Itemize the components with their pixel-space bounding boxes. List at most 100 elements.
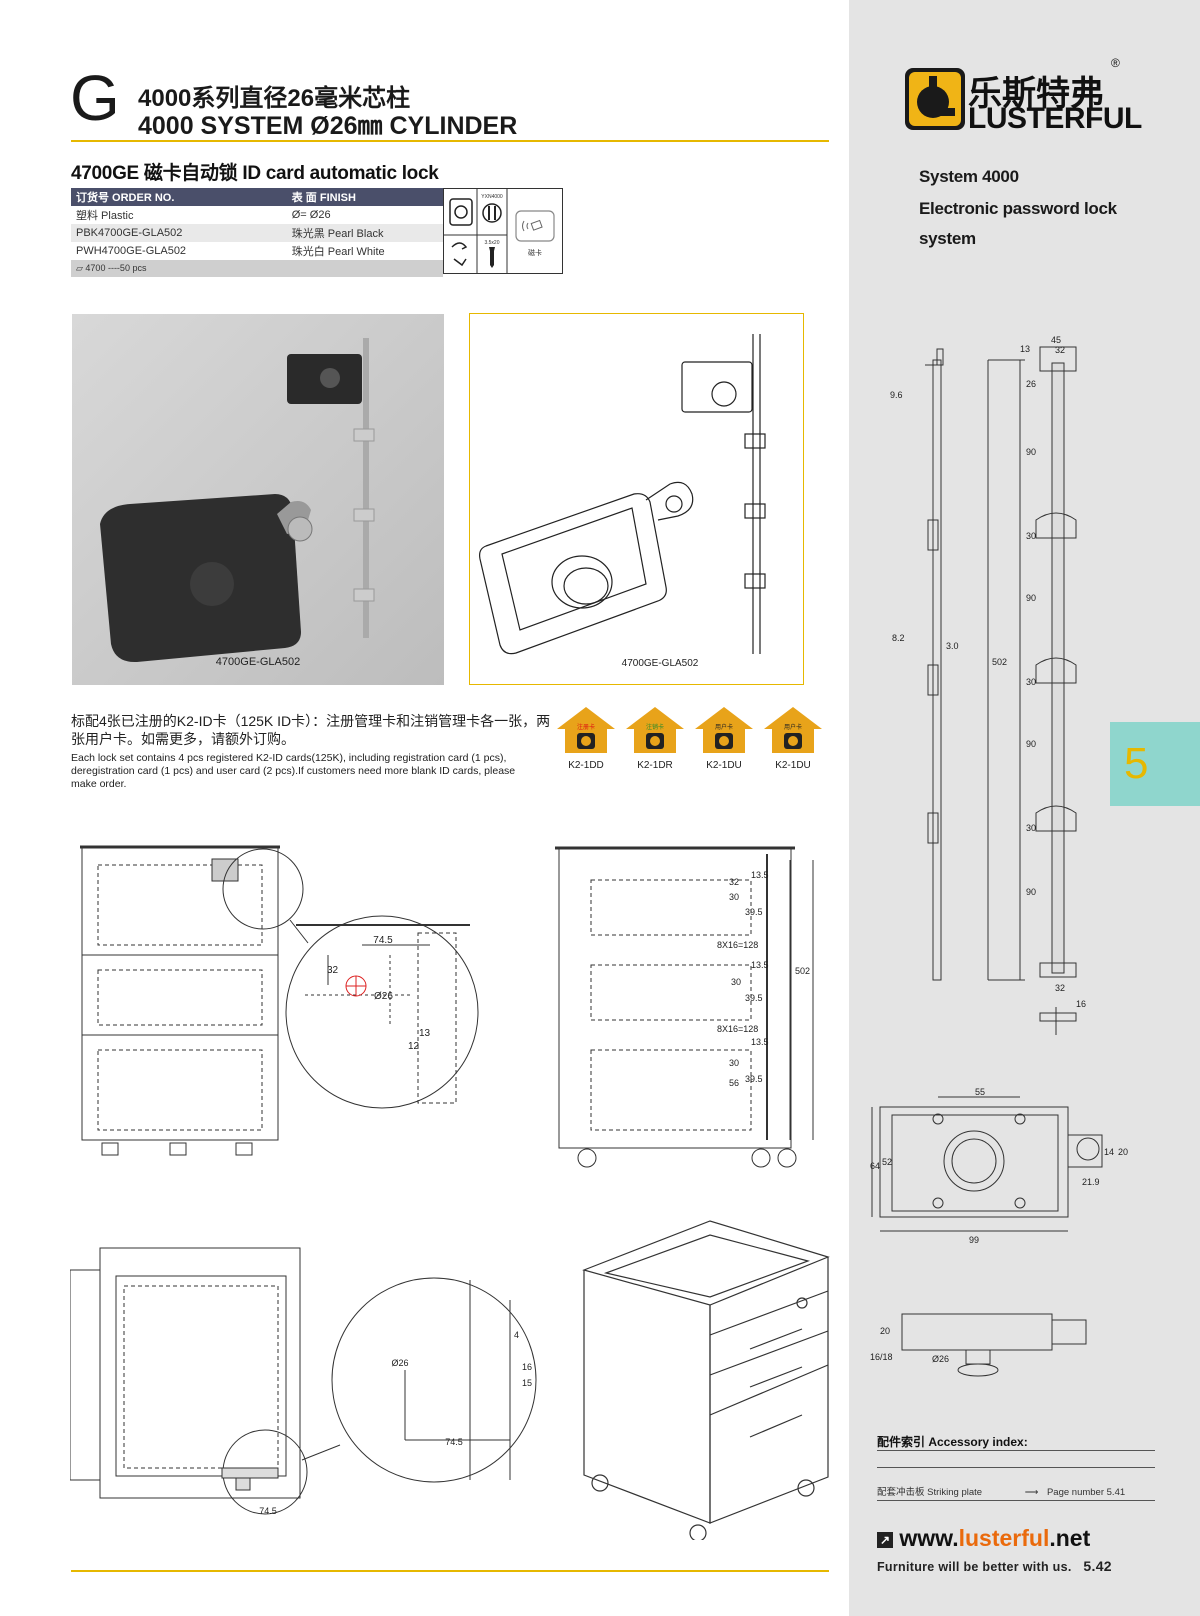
dim-b: 13.5	[751, 870, 769, 880]
cylinder-icon	[482, 203, 502, 223]
system-line-3: system	[919, 229, 976, 248]
external-link-icon: ↗	[877, 1532, 893, 1548]
id-card-icon: 注册卡	[557, 707, 615, 753]
dim-8-2: 8.2	[892, 633, 905, 643]
accessory-item-label: 配套冲击板 Striking plate	[877, 1487, 983, 1498]
cabinet-top-drawing: Ø26 74.5 4 16 15 74.5	[69, 1240, 540, 1525]
order-cell: 塑料 Plastic	[76, 210, 134, 222]
brand-logo-icon	[905, 68, 965, 135]
dim-502: 502	[992, 657, 1007, 667]
card-tag: 注册卡	[577, 723, 595, 731]
dim-55: 55	[975, 1087, 985, 1097]
accessory-line	[877, 1467, 1155, 1468]
accessory-index-title: 配件索引 Accessory index:	[877, 1435, 1028, 1449]
product-photo: 4700GE-GLA502	[72, 314, 444, 685]
photo-caption: 4700GE-GLA502	[216, 656, 300, 668]
dim-d26: Ø26	[391, 1358, 408, 1368]
dim-f: 13.5	[751, 960, 769, 970]
dim-j: 13.5	[751, 1037, 769, 1047]
lock-body-drawing	[479, 493, 667, 655]
accessory-line	[877, 1500, 1155, 1501]
dim-90-4: 90	[1026, 887, 1036, 897]
screw-size: 3.5x20	[484, 240, 499, 246]
dim-4: 4	[514, 1330, 519, 1340]
accessory-item[interactable]: 配套冲击板 Striking plate ⟶ Page number 5.41	[877, 1484, 1125, 1498]
order-table: 订货号 ORDER NO. 表 面 FINISH 塑料 Plastic Ø= Ø…	[71, 188, 443, 277]
brand-name-en: LUSTERFUL	[968, 102, 1142, 135]
header-rule	[71, 140, 829, 142]
feature-icons: YXN4000 3.5x20 磁卡	[443, 188, 563, 274]
dim-74-5: 74.5	[445, 1437, 463, 1447]
footer-rule	[71, 1570, 829, 1572]
page-number: 5.42	[1083, 1558, 1112, 1574]
dim-13: 13	[419, 1028, 431, 1039]
card-k2-1du-2: 用户卡 K2-1DU	[762, 705, 824, 771]
lock-body-dimension-drawing: 55 64 52 99 14 20 21.9	[870, 1085, 1140, 1250]
system-line-2: Electronic password lock	[919, 199, 1117, 218]
title-cn: 4000系列直径26毫米芯柱	[138, 85, 411, 112]
system-line-1: System 4000	[919, 167, 1019, 186]
dim-64: 64	[870, 1161, 880, 1171]
dim-i: 8X16=128	[717, 1024, 758, 1034]
id-card-icon: 注销卡	[626, 707, 684, 753]
dim-16: 16	[522, 1362, 532, 1372]
card-k2-1dd: 注册卡 K2-1DD	[555, 705, 617, 771]
cabinet-side-drawing: 32 13.5 30 39.5 8X16=128 13.5 30 39.5 8X…	[555, 840, 835, 1175]
section-letter: G	[70, 62, 120, 134]
card-tag: 注销卡	[646, 723, 664, 731]
section-number-tab: 5	[1110, 722, 1200, 806]
dim-e: 8X16=128	[717, 940, 758, 950]
dim-d26: Ø26	[374, 991, 393, 1002]
cabinet-front-drawing: 74.5 32 Ø26 13 12	[80, 815, 490, 1185]
dim-32-bottom: 32	[1055, 983, 1065, 993]
rod-dimension-drawing: 45 32 13 26 90 30 90 30 90 30 90 502 32 …	[880, 335, 1120, 1040]
card-tag: 用户卡	[784, 723, 802, 731]
dim-30-1: 30	[1026, 531, 1036, 541]
dim-74-5: 74.5	[373, 935, 393, 946]
small-lock-drawing	[681, 361, 753, 413]
dim-20: 20	[1118, 1147, 1128, 1157]
finish-cell: 珠光白 Pearl White	[291, 246, 385, 258]
right-sidebar	[849, 0, 1200, 1616]
product-drawing: 4700GE-GLA502	[469, 313, 804, 685]
slogan: Furniture will be better with us. 5.42	[877, 1558, 1112, 1574]
cards-note-cn: 标配4张已注册的K2-ID卡（125K ID卡）：注册管理卡和注销管理卡各一张，…	[71, 713, 551, 747]
dim-3-0: 3.0	[946, 641, 959, 651]
col-finish-header: 表 面 FINISH	[286, 188, 443, 206]
lock-body-icon	[449, 198, 473, 226]
feature-icons-svg: YXN4000 3.5x20 磁卡	[444, 189, 555, 273]
screw-icon	[489, 247, 495, 268]
lock-side-dimension-drawing: 20 16/18 Ø26	[870, 1310, 1140, 1395]
col-order-header: 订货号 ORDER NO.	[71, 188, 287, 206]
dim-total: 502	[795, 966, 810, 976]
accessory-line	[877, 1450, 1155, 1451]
dim-12: 12	[408, 1041, 420, 1052]
brand-name-cn: 乐斯特弗	[968, 75, 1104, 113]
card-k2-1du: 用户卡 K2-1DU	[693, 705, 755, 771]
title-en: 4000 SYSTEM Ø26㎜ CYLINDER	[138, 112, 518, 140]
rotate-icon	[451, 242, 468, 267]
dim-32: 32	[327, 965, 339, 976]
card-k2-1dr: 注销卡 K2-1DR	[624, 705, 686, 771]
registered-mark: ®	[1111, 56, 1120, 70]
arrow-right-icon: ⟶	[1024, 1487, 1039, 1498]
dim-45: 45	[1051, 335, 1061, 345]
card-label: K2-1DD	[568, 760, 604, 771]
dim-g: 30	[731, 977, 741, 987]
website-url[interactable]: ↗ www.lusterful.net	[877, 1525, 1090, 1552]
cabinet-isometric	[580, 1215, 840, 1545]
table-row: PBK4700GE-GLA502 珠光黑 Pearl Black	[71, 224, 443, 242]
product-drawing-svg: 4700GE-GLA502	[479, 334, 766, 669]
dim-30-2: 30	[1026, 677, 1036, 687]
box-icon: ▱	[76, 263, 86, 273]
table-row: 塑料 Plastic Ø= Ø26	[71, 206, 443, 224]
dim-90-1: 90	[1026, 447, 1036, 457]
dim-d26: Ø26	[932, 1354, 949, 1364]
dim-20: 20	[880, 1326, 890, 1336]
dim-90-3: 90	[1026, 739, 1036, 749]
card-label: K2-1DU	[775, 760, 811, 771]
key-code: YXN4000	[481, 194, 503, 200]
dim-21-9: 21.9	[1082, 1177, 1100, 1187]
dim-h: 39.5	[745, 993, 763, 1003]
dim-15: 15	[522, 1378, 532, 1388]
